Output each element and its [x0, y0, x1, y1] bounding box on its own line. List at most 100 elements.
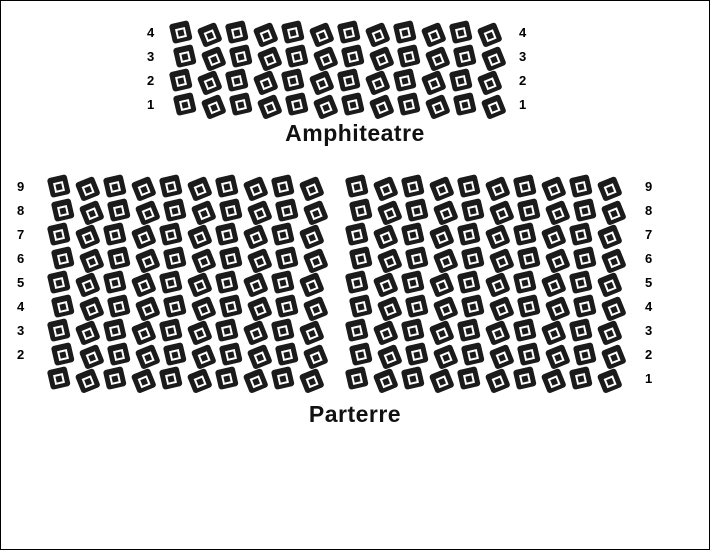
seat-icon[interactable] [572, 246, 597, 271]
seat-icon[interactable] [256, 45, 283, 72]
seat-icon[interactable] [270, 174, 295, 199]
seat-icon[interactable] [74, 175, 101, 202]
seat-icon[interactable] [372, 367, 399, 394]
seat-icon[interactable] [396, 92, 421, 117]
seat-icon[interactable] [102, 318, 127, 343]
seat-icon[interactable] [130, 319, 157, 346]
seat-icon[interactable] [134, 199, 161, 226]
seat-icon[interactable] [270, 222, 295, 247]
seat-icon[interactable] [512, 174, 537, 199]
seat-icon[interactable] [400, 270, 425, 295]
seat-icon[interactable] [568, 318, 593, 343]
seat-icon[interactable] [424, 93, 451, 120]
seat-icon[interactable] [130, 175, 157, 202]
seat-icon[interactable] [218, 294, 243, 319]
seat-icon[interactable] [456, 318, 481, 343]
seat-icon[interactable] [516, 198, 541, 223]
seat-icon[interactable] [106, 342, 131, 367]
seat-icon[interactable] [298, 319, 325, 346]
seat-icon[interactable] [428, 367, 455, 394]
seat-icon[interactable] [484, 319, 511, 346]
seat-icon[interactable] [344, 318, 369, 343]
seat-icon[interactable] [540, 223, 567, 250]
seat-icon[interactable] [344, 174, 369, 199]
seat-icon[interactable] [228, 92, 253, 117]
seat-icon[interactable] [404, 342, 429, 367]
seat-icon[interactable] [78, 343, 105, 370]
seat-icon[interactable] [512, 270, 537, 295]
seat-icon[interactable] [284, 44, 309, 69]
seat-icon[interactable] [130, 367, 157, 394]
seat-icon[interactable] [368, 45, 395, 72]
seat-icon[interactable] [200, 45, 227, 72]
seat-icon[interactable] [344, 222, 369, 247]
seat-icon[interactable] [484, 175, 511, 202]
seat-icon[interactable] [172, 92, 197, 117]
seat-icon[interactable] [106, 246, 131, 271]
seat-icon[interactable] [224, 20, 249, 45]
seat-icon[interactable] [218, 246, 243, 271]
seat-icon[interactable] [302, 295, 329, 322]
seat-icon[interactable] [102, 366, 127, 391]
seat-icon[interactable] [274, 198, 299, 223]
seat-icon[interactable] [428, 223, 455, 250]
seat-icon[interactable] [214, 222, 239, 247]
seat-icon[interactable] [218, 198, 243, 223]
seat-icon[interactable] [364, 69, 391, 96]
seat-icon[interactable] [572, 342, 597, 367]
seat-icon[interactable] [596, 319, 623, 346]
seat-icon[interactable] [298, 223, 325, 250]
seat-icon[interactable] [568, 174, 593, 199]
seat-icon[interactable] [540, 175, 567, 202]
seat-icon[interactable] [368, 93, 395, 120]
seat-icon[interactable] [302, 199, 329, 226]
seat-icon[interactable] [214, 366, 239, 391]
seat-icon[interactable] [214, 318, 239, 343]
seat-icon[interactable] [78, 295, 105, 322]
seat-icon[interactable] [106, 198, 131, 223]
seat-icon[interactable] [460, 342, 485, 367]
seat-icon[interactable] [344, 366, 369, 391]
seat-icon[interactable] [50, 198, 75, 223]
seat-icon[interactable] [158, 222, 183, 247]
seat-icon[interactable] [372, 271, 399, 298]
seat-icon[interactable] [600, 199, 627, 226]
seat-icon[interactable] [428, 319, 455, 346]
seat-icon[interactable] [252, 21, 279, 48]
seat-icon[interactable] [312, 93, 339, 120]
seat-icon[interactable] [242, 319, 269, 346]
seat-icon[interactable] [190, 295, 217, 322]
seat-icon[interactable] [476, 69, 503, 96]
seat-icon[interactable] [168, 68, 193, 93]
seat-icon[interactable] [484, 223, 511, 250]
seat-icon[interactable] [476, 21, 503, 48]
seat-icon[interactable] [512, 222, 537, 247]
seat-icon[interactable] [372, 175, 399, 202]
seat-icon[interactable] [302, 247, 329, 274]
seat-icon[interactable] [488, 247, 515, 274]
seat-icon[interactable] [448, 20, 473, 45]
seat-icon[interactable] [246, 199, 273, 226]
seat-icon[interactable] [400, 174, 425, 199]
seat-icon[interactable] [484, 271, 511, 298]
seat-icon[interactable] [396, 44, 421, 69]
seat-icon[interactable] [572, 294, 597, 319]
seat-icon[interactable] [162, 198, 187, 223]
seat-icon[interactable] [456, 174, 481, 199]
seat-icon[interactable] [134, 343, 161, 370]
seat-icon[interactable] [298, 175, 325, 202]
seat-icon[interactable] [252, 69, 279, 96]
seat-icon[interactable] [336, 20, 361, 45]
seat-icon[interactable] [460, 246, 485, 271]
seat-icon[interactable] [274, 246, 299, 271]
seat-icon[interactable] [400, 318, 425, 343]
seat-icon[interactable] [50, 342, 75, 367]
seat-icon[interactable] [456, 270, 481, 295]
seat-icon[interactable] [50, 246, 75, 271]
seat-icon[interactable] [190, 199, 217, 226]
seat-icon[interactable] [246, 343, 273, 370]
seat-icon[interactable] [452, 92, 477, 117]
seat-icon[interactable] [404, 198, 429, 223]
seat-icon[interactable] [242, 271, 269, 298]
seat-icon[interactable] [78, 247, 105, 274]
